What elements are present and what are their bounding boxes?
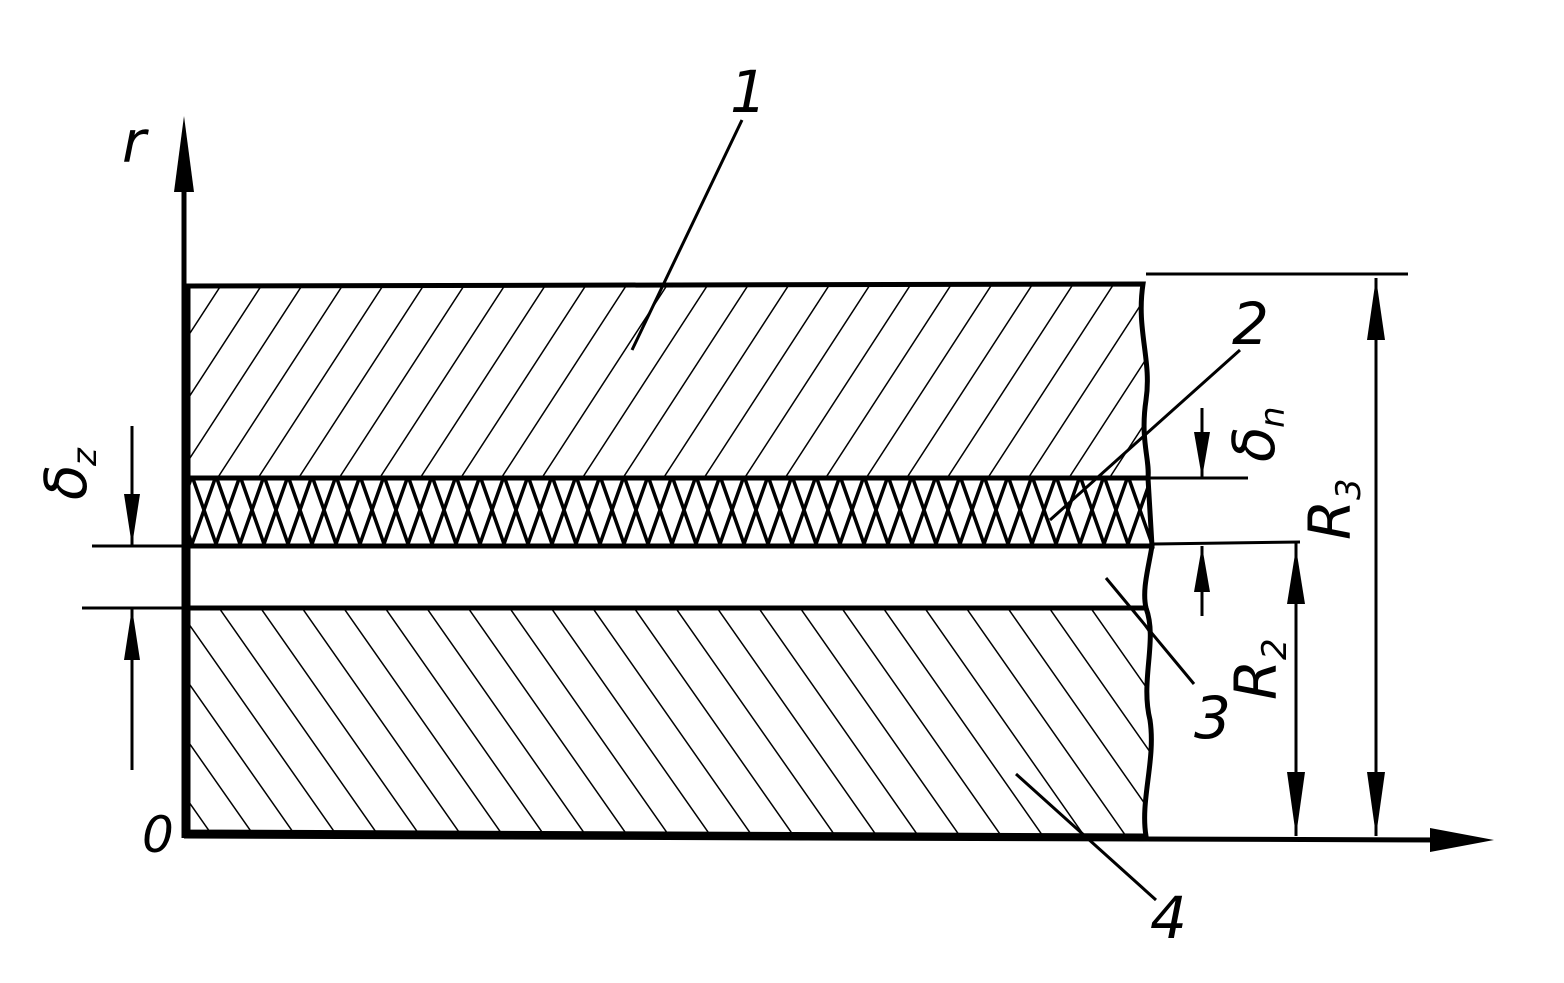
layer-1-region: [185, 281, 1151, 481]
callout-3: 3: [1194, 684, 1231, 752]
dim-delta-z-line: [124, 426, 140, 770]
callout-2: 2: [1232, 290, 1269, 358]
dim-delta-n-line: [1194, 408, 1210, 616]
horizontal-axis: [183, 828, 1494, 852]
r-axis-label: r: [122, 108, 149, 176]
dim-r3-line: [1367, 278, 1385, 836]
origin-label: 0: [142, 806, 174, 864]
dim-r2-line: [1287, 542, 1305, 836]
r3-label: R 3: [1296, 478, 1369, 540]
r2-label: R 2: [1222, 638, 1295, 700]
r-axis: [174, 116, 194, 838]
delta-z-label: δ z: [32, 447, 105, 500]
svg-text:2: 2: [1255, 638, 1295, 660]
callout-4: 4: [1150, 884, 1187, 952]
callout-1: 1: [730, 58, 767, 126]
layer-3-gap: [185, 543, 1155, 611]
extension-lines: [82, 272, 1408, 610]
svg-text:n: n: [1253, 406, 1293, 428]
svg-text:z: z: [65, 447, 105, 467]
svg-text:R: R: [1222, 660, 1290, 700]
svg-text:3: 3: [1329, 478, 1369, 500]
svg-text:δ: δ: [1220, 427, 1288, 463]
layer-2-region: [185, 475, 1155, 549]
svg-text:R: R: [1296, 500, 1364, 540]
layer-4-region: [185, 605, 1154, 839]
svg-text:δ: δ: [32, 465, 100, 501]
delta-n-label: δ n: [1220, 406, 1293, 462]
leader-lines: [630, 119, 1242, 902]
